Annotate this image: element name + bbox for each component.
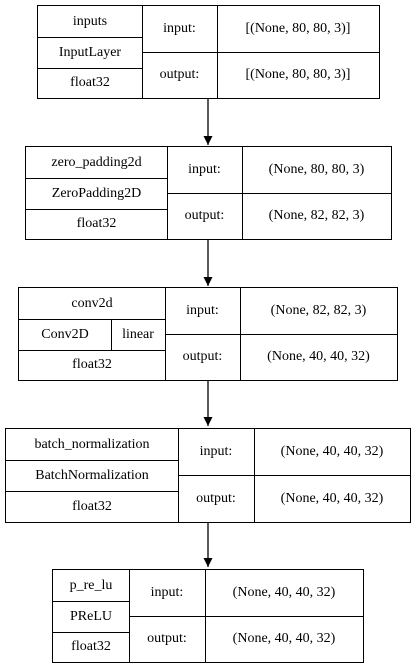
layer-dtype: float32 [71,639,111,654]
layer-node-zero-padding2d: zero_padding2d ZeroPadding2D float32 inp… [25,146,392,240]
input-shape: [(None, 80, 80, 3)] [245,21,351,36]
layer-node-inputs: inputs InputLayer float32 input: output:… [37,5,380,99]
output-shape: (None, 40, 40, 32) [232,631,336,646]
layer-dtype: float32 [70,75,110,90]
layer-type: InputLayer [58,44,122,60]
layer-type: PReLU [70,608,112,624]
output-shape: [(None, 80, 80, 3)] [245,67,351,82]
layer-node-p-re-lu: p_re_lu PReLU float32 input: output: (No… [52,569,364,663]
layer-node-batch-normalization: batch_normalization BatchNormalization f… [5,428,411,523]
input-label: input: [199,444,233,459]
input-label: input: [150,585,184,600]
output-label: output: [184,208,225,223]
input-shape: (None, 40, 40, 32) [280,444,384,459]
layer-dtype: float32 [72,357,112,372]
layer-name: inputs [72,13,108,29]
layer-node-conv2d: conv2d Conv2D linear float32 input: outp… [18,287,398,381]
layer-name: conv2d [71,295,113,311]
output-shape: (None, 82, 82, 3) [268,208,365,223]
output-label: output: [196,490,236,506]
input-shape: (None, 82, 82, 3) [270,303,367,318]
layer-activation: linear [122,326,154,342]
layer-type: BatchNormalization [35,467,149,483]
layer-name: p_re_lu [69,577,113,593]
layer-name: zero_padding2d [51,154,142,170]
input-label: input: [163,21,196,36]
output-shape: (None, 40, 40, 32) [280,490,384,506]
output-shape: (None, 40, 40, 32) [267,349,370,364]
layer-type: ZeroPadding2D [51,185,142,201]
output-label: output: [182,349,223,364]
output-label: output: [159,67,200,82]
input-shape: (None, 40, 40, 32) [232,585,336,600]
input-shape: (None, 80, 80, 3) [268,162,365,177]
layer-type: Conv2D [41,326,89,342]
layer-dtype: float32 [72,498,112,514]
layer-name: batch_normalization [34,436,150,452]
input-label: input: [186,303,219,318]
output-label: output: [147,631,187,646]
input-label: input: [188,162,221,177]
layer-dtype: float32 [76,216,117,231]
